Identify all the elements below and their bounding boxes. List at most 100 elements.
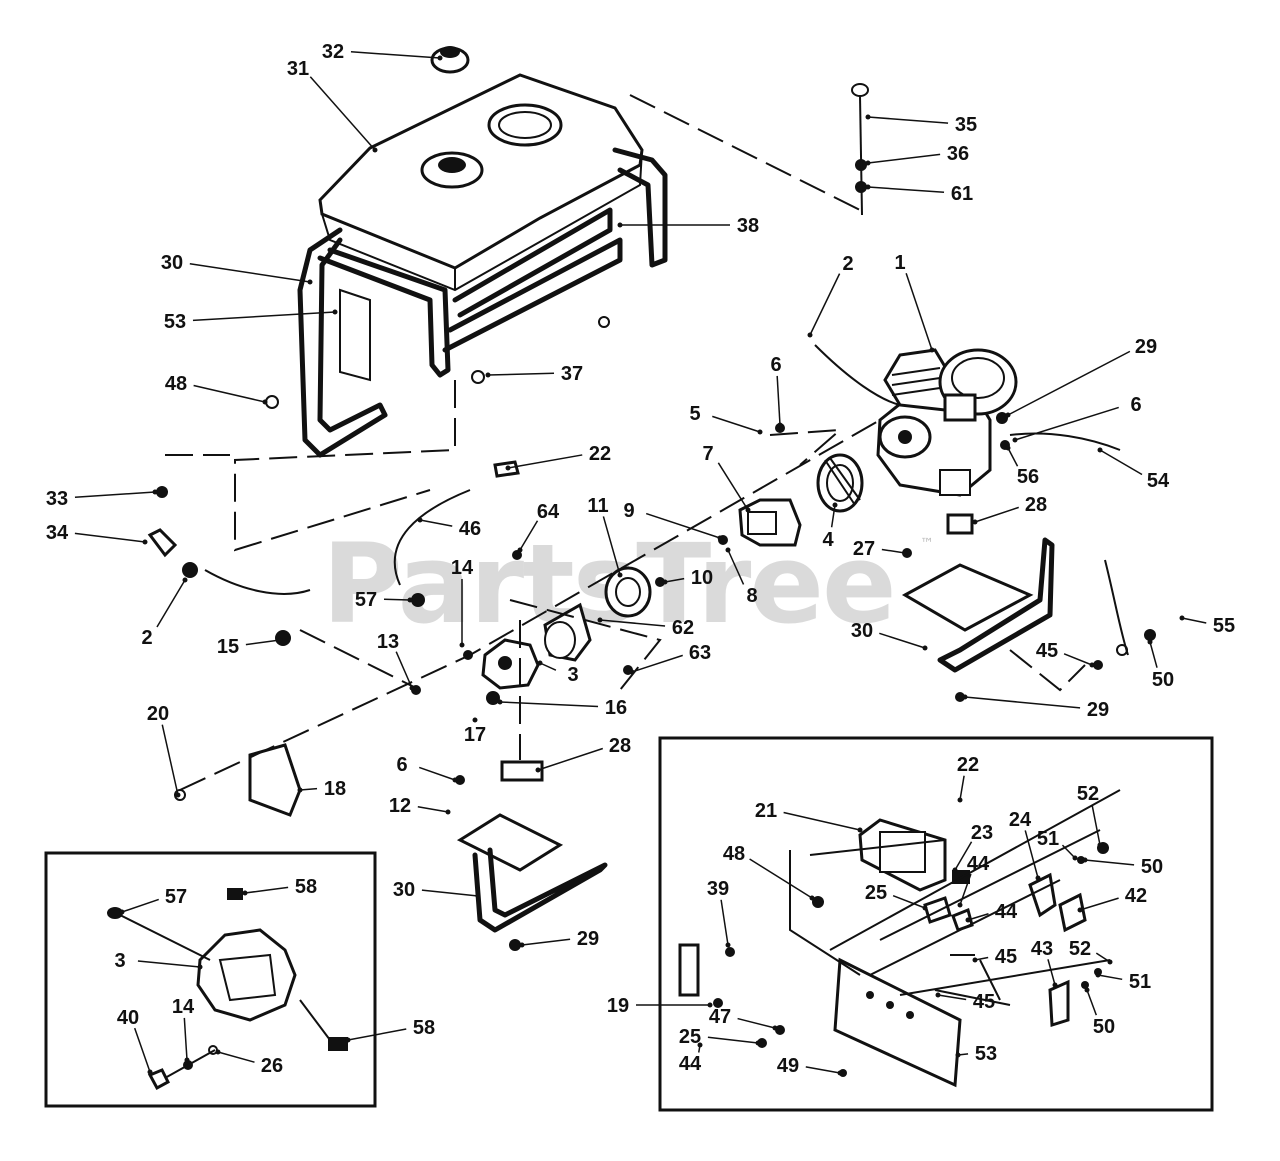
callout-arrowhead <box>519 942 525 948</box>
callout-label: 15 <box>217 636 239 658</box>
callout-arrowhead <box>1097 842 1103 848</box>
callout-leader <box>1024 830 1039 879</box>
callout-leader <box>727 549 745 585</box>
callout-arrowhead <box>617 222 623 228</box>
callout-label: 36 <box>947 143 969 165</box>
callout-arrowhead <box>497 699 503 705</box>
callout-arrowhead <box>1084 987 1090 993</box>
callout-leader <box>737 1017 776 1029</box>
callout-label: 18 <box>324 778 346 800</box>
callout-leader <box>867 116 949 124</box>
callout-leader <box>1084 859 1135 866</box>
callout-label: 1 <box>894 252 905 274</box>
callout-leader <box>192 311 336 322</box>
callout-label: 5 <box>689 403 700 425</box>
callout-leader <box>161 724 179 796</box>
callout-label: 48 <box>723 843 745 865</box>
callout-leader <box>720 899 729 946</box>
callout-label: 49 <box>777 1055 799 1077</box>
callout-label: 40 <box>117 1007 139 1029</box>
end-cover <box>248 743 302 817</box>
callout-arrowhead <box>307 279 313 285</box>
callout-leader <box>1091 804 1101 846</box>
callout-label: 6 <box>770 354 781 376</box>
callout-label: 45 <box>973 991 995 1013</box>
callout-arrowhead <box>332 309 338 315</box>
gas-cap <box>430 46 470 74</box>
callout-label: 44 <box>967 853 990 875</box>
callout-leader <box>937 994 967 1001</box>
callout-label: 2 <box>141 627 152 649</box>
callout-arrowhead <box>407 597 413 603</box>
callout-label: 39 <box>707 878 729 900</box>
callout-arrowhead <box>1035 875 1041 881</box>
callout-arrowhead <box>485 372 491 378</box>
callout-arrowhead <box>1095 972 1101 978</box>
callout-leader <box>137 960 201 968</box>
callout-leader <box>421 889 479 897</box>
callout-arrowhead <box>865 184 871 190</box>
callout-leader <box>964 696 1081 709</box>
callout-leader <box>867 153 941 164</box>
bearing-carrier <box>481 638 540 690</box>
callout-label: 50 <box>1141 856 1163 878</box>
callout-label: 42 <box>1125 885 1147 907</box>
callout-leader <box>309 76 376 151</box>
callout-leader <box>1014 406 1119 441</box>
callout-leader <box>539 662 557 671</box>
callout-leader <box>156 579 186 628</box>
callout-leader <box>1095 952 1111 963</box>
wire-2 <box>204 569 311 595</box>
callout-arrowhead <box>972 519 978 525</box>
callout-arrowhead <box>1012 437 1018 443</box>
wire-56 <box>1009 432 1121 451</box>
callout-arrowhead <box>1097 447 1103 453</box>
callout-label: 51 <box>1037 828 1059 850</box>
callout-label: 58 <box>413 1017 435 1039</box>
callout-leader <box>74 532 146 543</box>
callout-label: 3 <box>114 950 125 972</box>
callout-label: 38 <box>737 215 759 237</box>
callout-label: 28 <box>609 735 631 757</box>
callout-arrowhead <box>417 517 423 523</box>
callout-leader <box>599 619 666 627</box>
callout-label: 30 <box>851 620 873 642</box>
callout-label: 45 <box>1036 640 1058 662</box>
callout-arrowhead <box>629 669 635 675</box>
callout-label: 53 <box>975 1043 997 1065</box>
callout-arrowhead <box>965 917 971 923</box>
callout-label: 22 <box>957 754 979 776</box>
frame-base-right <box>901 513 1055 673</box>
callout-label: 56 <box>1017 466 1039 488</box>
callout-label: 2 <box>842 253 853 275</box>
callout-label: 6 <box>1130 394 1141 416</box>
callout-label: 27 <box>853 538 875 560</box>
callout-leader <box>74 491 156 499</box>
callout-leader <box>1099 449 1143 476</box>
wire-54 <box>1104 559 1129 656</box>
callout-leader <box>1047 959 1056 986</box>
callout-label: 33 <box>46 488 68 510</box>
callout-label: 44 <box>995 901 1018 923</box>
callout-leader <box>487 372 555 376</box>
inset-left-parts <box>107 888 348 1091</box>
inset-box-right <box>658 736 1214 1112</box>
callout-arrowhead <box>617 572 623 578</box>
engine <box>876 348 1018 497</box>
callout-leader <box>707 1036 759 1044</box>
callout-label: 31 <box>287 58 309 80</box>
callout-arrowhead <box>1072 855 1078 861</box>
callout-leader <box>1086 989 1098 1016</box>
callout-label: 52 <box>1077 783 1099 805</box>
callout-leader <box>805 1066 841 1074</box>
callout-arrowhead <box>745 507 751 513</box>
callout-label: 14 <box>451 557 474 579</box>
callout-leader <box>1063 653 1093 666</box>
callout-label: 29 <box>1087 699 1109 721</box>
callout-leader <box>1061 844 1076 859</box>
callout-leader <box>419 519 453 527</box>
callout-arrowhead <box>1082 857 1088 863</box>
callout-leader <box>867 186 945 193</box>
